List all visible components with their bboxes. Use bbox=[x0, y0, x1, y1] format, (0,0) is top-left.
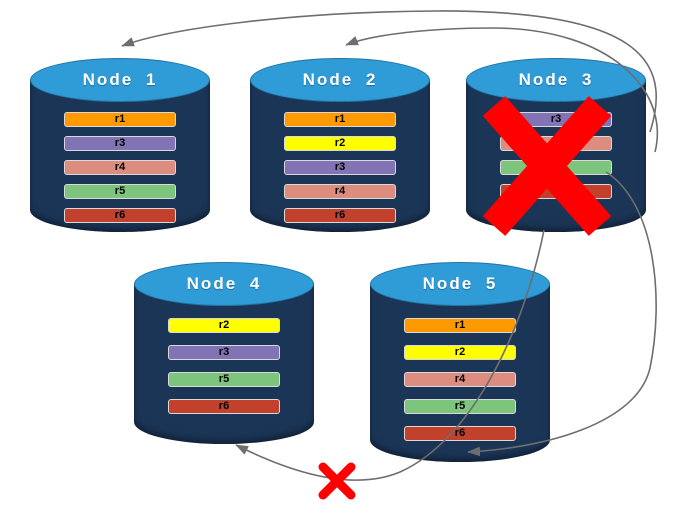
node-1: Node 1 r1 r3 r4 r5 r6 bbox=[30, 58, 210, 232]
record-label: r1 bbox=[454, 319, 466, 331]
record-label: r5 bbox=[550, 161, 562, 173]
record-label: r3 bbox=[334, 161, 346, 173]
record-r5: r5 bbox=[404, 399, 516, 414]
record-r3: r3 bbox=[168, 345, 280, 360]
node-5: Node 5 r1 r2 r4 r5 r6 bbox=[370, 262, 550, 462]
record-label: r1 bbox=[114, 113, 126, 125]
record-label: r6 bbox=[334, 209, 346, 221]
cylinder-top: Node 1 bbox=[30, 58, 210, 102]
record-label: r4 bbox=[334, 185, 346, 197]
record-r6: r6 bbox=[284, 208, 396, 223]
record-r4: r4 bbox=[64, 160, 176, 175]
record-r6: r6 bbox=[500, 184, 612, 199]
record-label: r6 bbox=[218, 400, 230, 412]
record-label: r3 bbox=[550, 113, 562, 125]
node-title: Node 3 bbox=[518, 70, 594, 89]
record-r1: r1 bbox=[284, 112, 396, 127]
node-title: Node 5 bbox=[422, 274, 498, 293]
node-title: Node 1 bbox=[82, 70, 158, 89]
cylinder-body bbox=[466, 80, 646, 232]
node-title: Node 4 bbox=[186, 274, 262, 293]
record-r6: r6 bbox=[168, 399, 280, 414]
node-4: Node 4 r2 r3 r5 r6 bbox=[134, 262, 314, 444]
node-3: Node 3 r3 r4 r5 r6 bbox=[466, 58, 646, 232]
record-label: r6 bbox=[114, 209, 126, 221]
record-r4: r4 bbox=[404, 372, 516, 387]
record-r6: r6 bbox=[64, 208, 176, 223]
node-2: Node 2 r1 r2 r3 r4 r6 bbox=[250, 58, 430, 232]
node-title: Node 2 bbox=[302, 70, 378, 89]
record-r3: r3 bbox=[284, 160, 396, 175]
cylinder-top: Node 5 bbox=[370, 262, 550, 306]
record-r2: r2 bbox=[404, 345, 516, 360]
record-r5: r5 bbox=[500, 160, 612, 175]
record-label: r2 bbox=[334, 137, 346, 149]
record-label: r6 bbox=[550, 185, 562, 197]
record-r4: r4 bbox=[500, 136, 612, 151]
record-label: r3 bbox=[218, 346, 230, 358]
record-r1: r1 bbox=[64, 112, 176, 127]
record-label: r4 bbox=[454, 373, 466, 385]
record-r5: r5 bbox=[168, 372, 280, 387]
record-label: r3 bbox=[114, 137, 126, 149]
record-r1: r1 bbox=[404, 318, 516, 333]
record-r2: r2 bbox=[284, 136, 396, 151]
record-label: r5 bbox=[454, 400, 466, 412]
record-r4: r4 bbox=[284, 184, 396, 199]
cylinder-top: Node 2 bbox=[250, 58, 430, 102]
record-r3: r3 bbox=[64, 136, 176, 151]
record-r5: r5 bbox=[64, 184, 176, 199]
cylinder-body bbox=[134, 284, 314, 444]
record-label: r6 bbox=[454, 427, 466, 439]
record-label: r2 bbox=[454, 346, 466, 358]
record-label: r4 bbox=[550, 137, 562, 149]
record-r6: r6 bbox=[404, 426, 516, 441]
record-label: r5 bbox=[114, 185, 126, 197]
record-r2: r2 bbox=[168, 318, 280, 333]
record-label: r4 bbox=[114, 161, 126, 173]
cylinder-top: Node 4 bbox=[134, 262, 314, 306]
record-label: r2 bbox=[218, 319, 230, 331]
record-label: r1 bbox=[334, 113, 346, 125]
record-r3: r3 bbox=[500, 112, 612, 127]
record-label: r5 bbox=[218, 373, 230, 385]
cylinder-top: Node 3 bbox=[466, 58, 646, 102]
